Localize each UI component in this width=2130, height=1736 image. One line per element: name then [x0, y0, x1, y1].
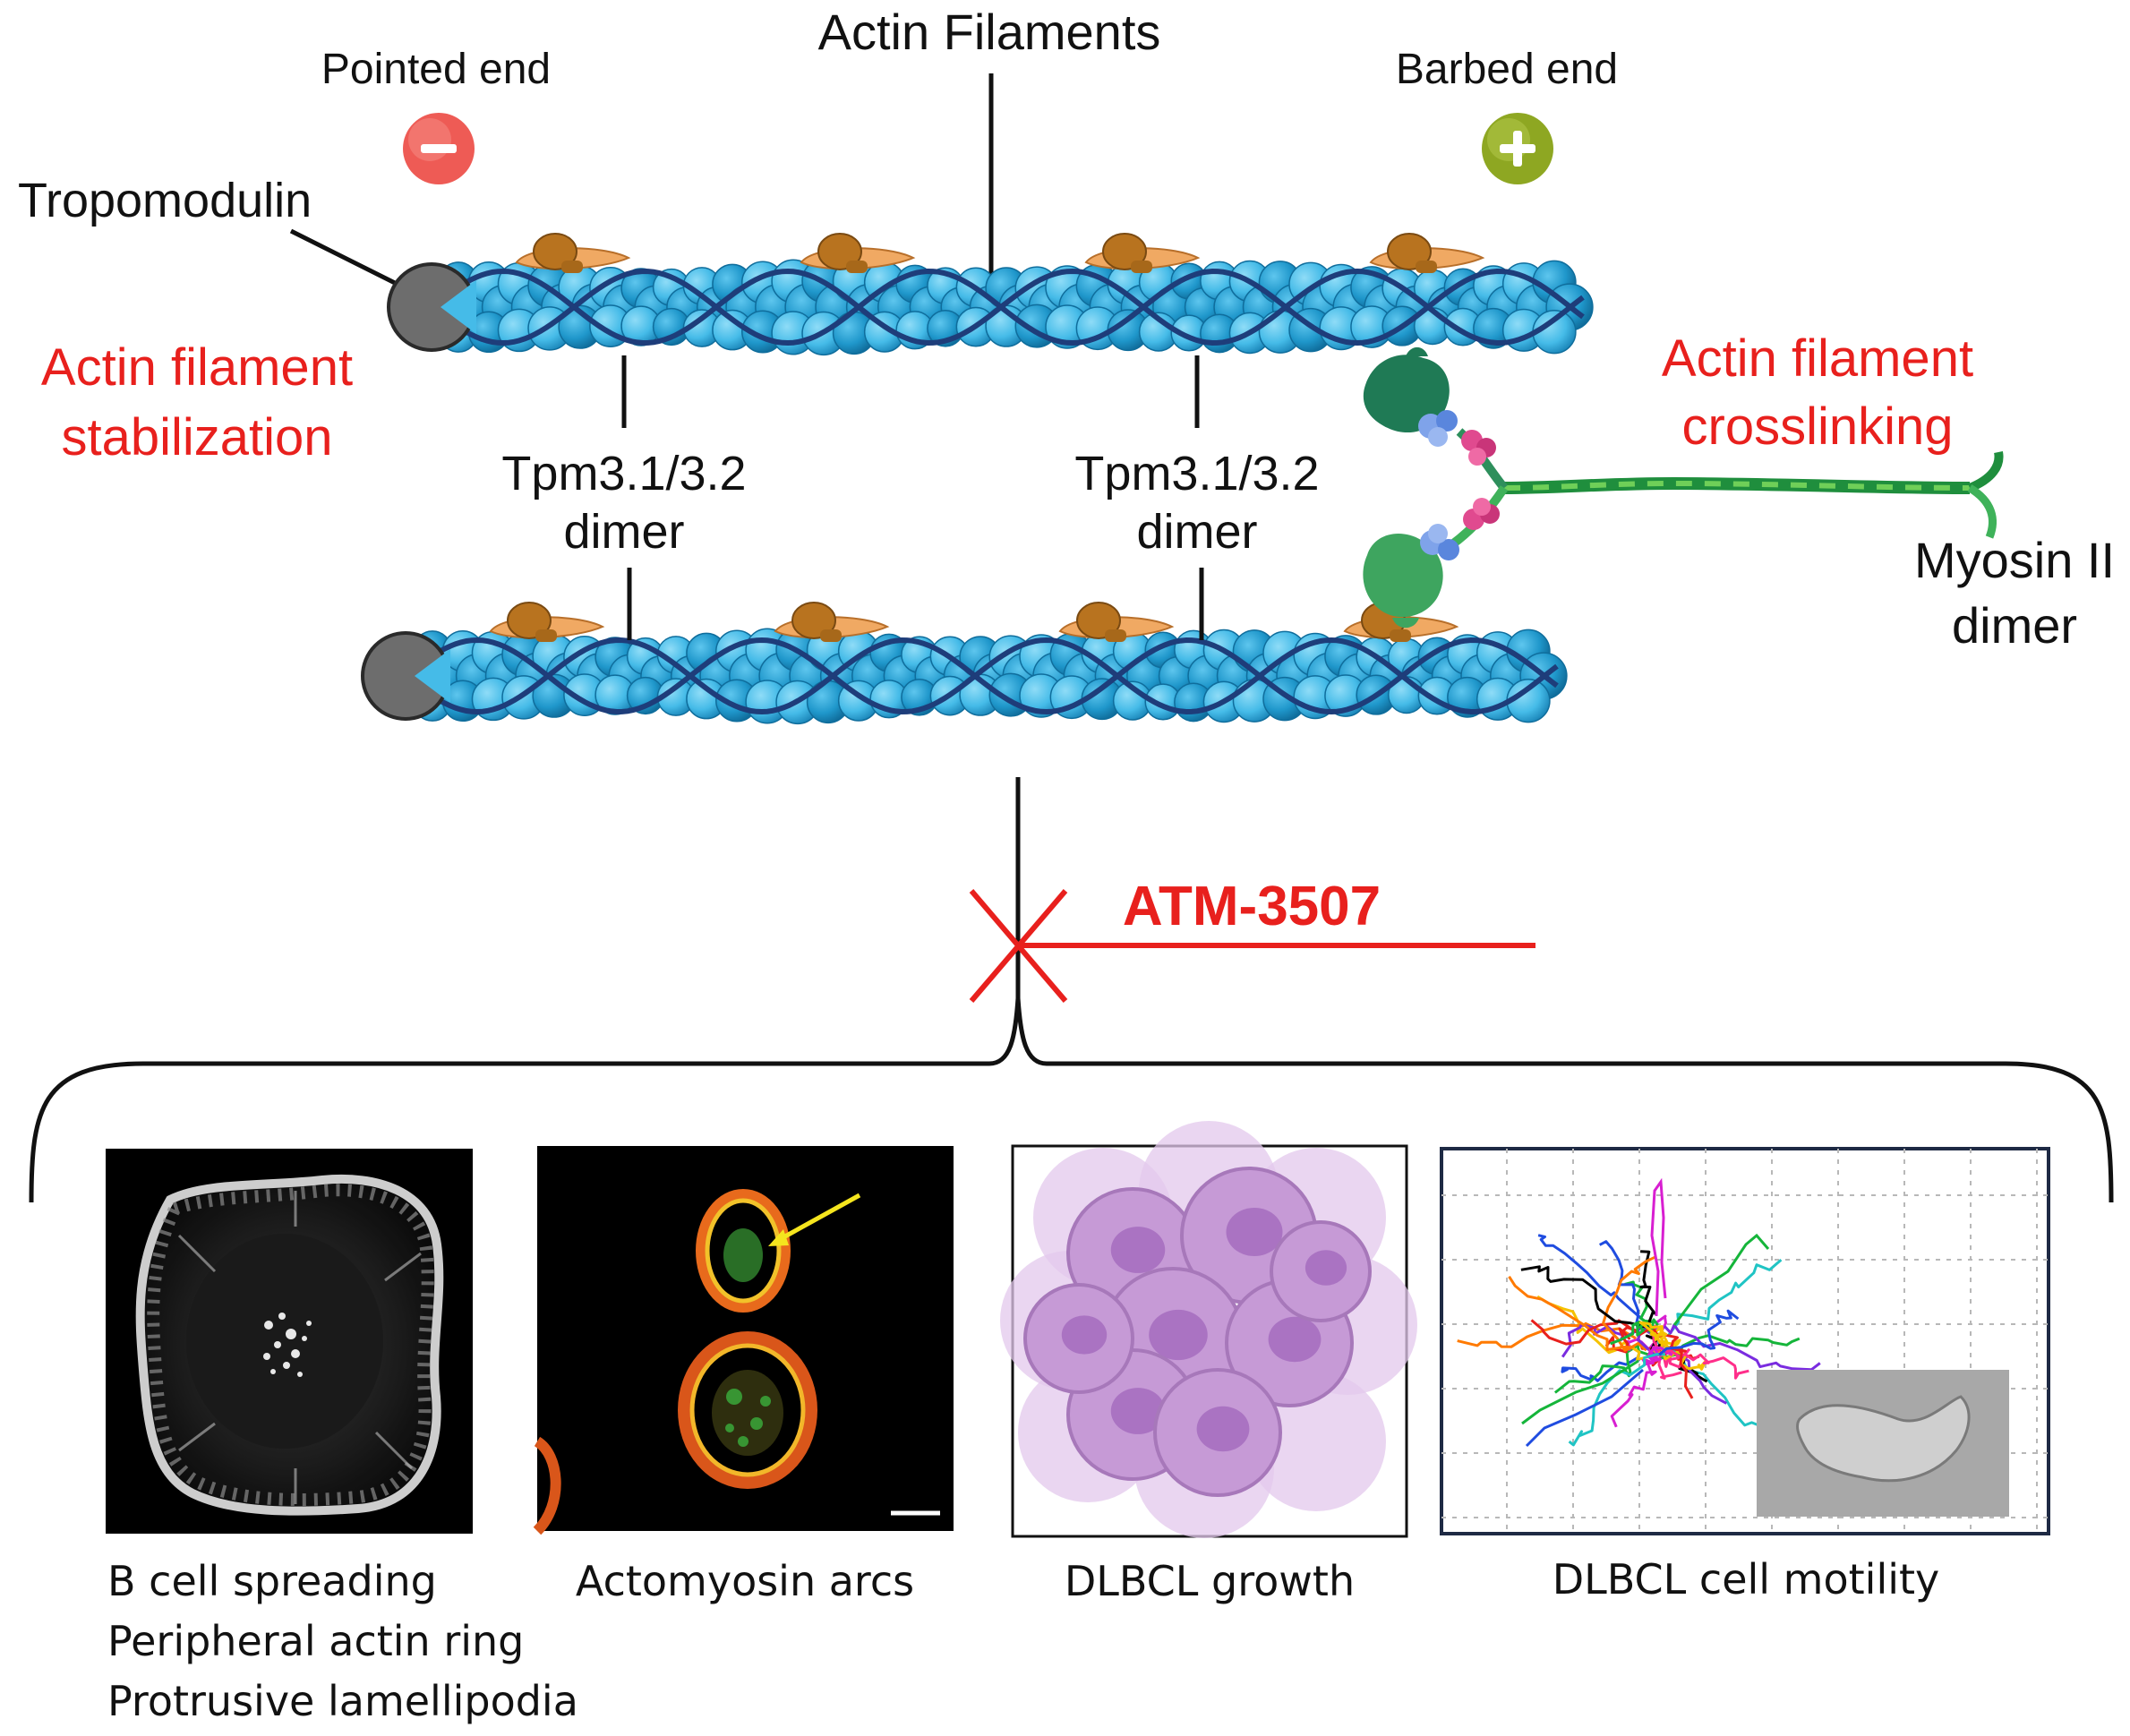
cell-track [1660, 1334, 1801, 1360]
cell-track [1536, 1295, 1651, 1361]
tpm-neck [1105, 629, 1126, 642]
tpm-head [533, 233, 577, 270]
tpm-head [1387, 233, 1432, 270]
minus-badge-icon [403, 113, 475, 184]
cap-notch [441, 280, 476, 334]
tpm-head [1076, 602, 1121, 639]
caption-actomyosin-arcs: Actomyosin arcs [576, 1557, 914, 1605]
tpm-head [791, 602, 836, 639]
cell-track [1530, 1319, 1650, 1346]
motility-grid [1441, 1149, 2049, 1534]
barbed-end-label: Barbed end [1396, 46, 1618, 93]
myosin-label-2: dimer [1952, 597, 2077, 654]
actin-filament-top [387, 233, 1594, 356]
cell-track [1520, 1265, 1651, 1330]
cell-nucleus [1268, 1316, 1322, 1363]
crosslinking-label-2: crosslinking [1682, 398, 1954, 456]
dlbcl-cell-cluster [1000, 1121, 1417, 1538]
pointed-end-label: Pointed end [321, 46, 551, 93]
cell-track [1561, 1356, 1641, 1382]
tpm-head [507, 602, 552, 639]
tropomodulin-label: Tropomodulin [18, 174, 312, 227]
cell-track [1650, 1177, 1667, 1317]
panel-dlbcl-growth [1000, 1121, 1417, 1538]
tropomyosin-strand [448, 268, 1585, 346]
tropomyosin-strand [448, 268, 1585, 346]
caption-dlbcl-growth: DLBCL growth [1065, 1557, 1355, 1605]
cell-track [1638, 1321, 1668, 1345]
cell-track [1521, 1359, 1639, 1425]
caption-peripheral-actin-ring: Peripheral actin ring [107, 1617, 524, 1665]
caption-protrusive-lamellipodia: Protrusive lamellipodia [107, 1677, 578, 1725]
tpm-neck [1131, 261, 1152, 273]
tpm-neck [820, 629, 842, 642]
cap-notch [415, 649, 450, 703]
plus-badge-icon [1482, 113, 1553, 184]
caption-dlbcl-cell-motility: DLBCL cell motility [1553, 1555, 1940, 1603]
cell-nucleus [1305, 1250, 1347, 1286]
cell-nucleus [1110, 1388, 1166, 1434]
tpm-head [1102, 233, 1147, 270]
cell-track [1568, 1353, 1665, 1447]
drug-label: ATM-3507 [1123, 876, 1381, 937]
tpm-label-left-1: Tpm3.1/3.2 [501, 447, 746, 500]
cell-track [1651, 1323, 1682, 1380]
tpm-label-left-2: dimer [563, 505, 684, 559]
cell-nucleus [1061, 1315, 1108, 1355]
tpm-head [817, 233, 862, 270]
stabilization-label-1: Actin filament [41, 338, 353, 397]
cell-tracks [1457, 1177, 1821, 1460]
panel-dlbcl-motility [1440, 1147, 2050, 1535]
tropomyosin-strand [422, 637, 1559, 715]
tpm-label-right-2: dimer [1136, 505, 1257, 559]
myosin-label-1: Myosin II [1914, 532, 2115, 588]
myosin-ii-dimer [1363, 346, 2004, 629]
tpm-neck [1416, 261, 1437, 273]
cell-track [1666, 1258, 1783, 1338]
cell-track [1663, 1323, 1821, 1372]
actin-filaments-label: Actin Filaments [818, 4, 1161, 60]
cell-track [1658, 1309, 1740, 1356]
cell-track [1599, 1240, 1640, 1337]
cell-track [1672, 1233, 1770, 1326]
bracket-icon [29, 997, 2114, 1203]
tpm-label-right-1: Tpm3.1/3.2 [1074, 447, 1319, 500]
caption-b-cell-spreading: B cell spreading [107, 1557, 437, 1605]
x-mark-icon [969, 889, 1068, 1003]
cell-track [1537, 1234, 1656, 1331]
stabilization-label-2: stabilization [61, 408, 332, 466]
cell-track [1610, 1358, 1657, 1428]
cell-track [1602, 1255, 1656, 1352]
tpm-neck [561, 261, 583, 273]
cell-track [1525, 1368, 1644, 1448]
tropomodulin-leader [289, 228, 400, 287]
crosslinking-label-1: Actin filament [1662, 329, 1973, 388]
tpm-neck [846, 261, 868, 273]
panel-actomyosin-arcs [533, 1146, 954, 1535]
cell-track [1639, 1250, 1658, 1357]
tpm-neck [535, 629, 557, 642]
cell-nucleus [1149, 1309, 1208, 1361]
cell-nucleus [1226, 1208, 1283, 1256]
tropomyosin-strand [422, 637, 1559, 715]
cell-nucleus [1196, 1406, 1250, 1452]
panel-b-cell-spreading [106, 1149, 473, 1534]
cell-nucleus [1110, 1227, 1166, 1273]
tpm-neck [1390, 629, 1411, 642]
actin-filament-bottom [361, 602, 1568, 725]
